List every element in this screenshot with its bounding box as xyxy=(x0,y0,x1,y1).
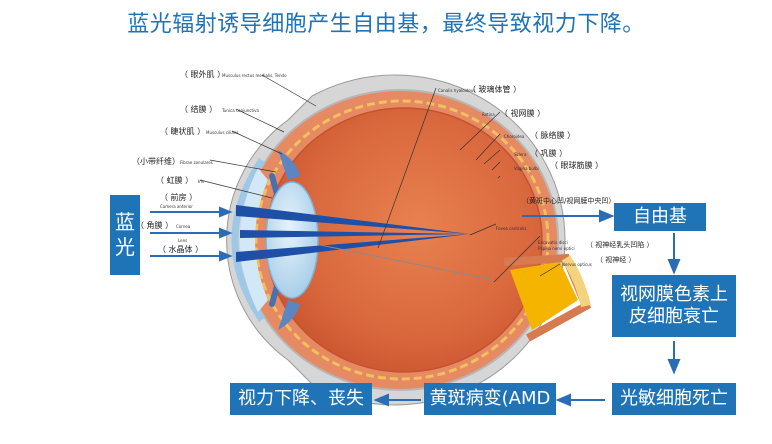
lens xyxy=(265,181,319,299)
label-conjunctiva: （ 结膜 ） xyxy=(180,105,218,114)
label-vagina-bulbi-en: Vagina bulbi xyxy=(514,166,539,171)
blue-light-char-1: 蓝 xyxy=(115,210,135,234)
label-extraocular-muscle-en: Musculus rectus medialis, Tendo xyxy=(222,73,287,78)
choroid-layer xyxy=(254,99,550,381)
label-optic-disc: （ 视神经乳头凹陷 ） xyxy=(586,241,654,249)
label-fovea: （黄斑中心凹/视网膜中央凹） xyxy=(522,197,616,205)
label-lens-en: Lens xyxy=(178,238,188,243)
label-ciliary-muscle: （ 睫状肌 ） xyxy=(160,127,206,136)
label-hyaloid-canal: （ 玻璃体管 ） xyxy=(468,85,522,94)
label-zonular-fibers-en: Fibrae zonulares xyxy=(180,160,213,165)
label-sclera: （ 巩膜 ） xyxy=(530,149,568,158)
label-conjunctiva-en: Tunica conjunctiva xyxy=(222,108,259,113)
label-optic-nerve-en: Nervus opticus xyxy=(562,262,592,267)
label-vagina-bulbi: （ 眼球筋膜 ） xyxy=(550,161,604,170)
label-iris: （ 虹膜 ） xyxy=(156,176,194,185)
label-cornea-en: Cornea xyxy=(176,224,191,229)
label-retina: （ 视网膜 ） xyxy=(500,109,546,118)
blue-light-box: 蓝 光 xyxy=(110,195,140,275)
label-excavatio-disci-en: Excavatio disci xyxy=(538,240,568,245)
label-retina-en: Retina xyxy=(482,112,495,117)
free-radical-box: 自由基 xyxy=(614,203,706,231)
label-anterior-chamber: （ 前房 ） xyxy=(160,193,198,202)
vision-loss-box: 视力下降、丧失 xyxy=(230,383,372,415)
label-cornea: （ 角膜 ） xyxy=(136,221,174,230)
label-fovea-en: Fovea centralis xyxy=(496,226,527,231)
rpe-line-1: 视网膜色素上 xyxy=(620,283,728,305)
page-title: 蓝光辐射诱导细胞产生自由基，最终导致视力下降。 xyxy=(127,12,645,37)
blue-light-char-2: 光 xyxy=(115,235,135,259)
flow-arrows xyxy=(373,209,681,407)
label-anterior-chamber-en: Camera anterior xyxy=(160,204,193,209)
label-zonular-fibers: （小带纤维） xyxy=(132,157,180,166)
optic-nerve xyxy=(510,262,578,330)
blue-light-beam xyxy=(240,230,470,238)
optic-nerve-sheath xyxy=(561,255,591,308)
label-sclera-en: Sclera xyxy=(514,152,527,157)
label-leaders-left xyxy=(199,74,317,199)
label-ciliary-muscle-en: Musculus ciliaris xyxy=(206,130,239,135)
label-choroid: （ 脉络膜 ） xyxy=(530,131,576,140)
label-choroid-en: Choroidea xyxy=(504,134,525,139)
label-iris-en: Iris xyxy=(198,179,205,184)
label-leaders-right xyxy=(377,87,561,283)
visual-axis xyxy=(319,244,496,281)
ciliary-muscle xyxy=(278,150,300,180)
label-lens: （ 水晶体 ） xyxy=(158,245,204,254)
blue-light-beam xyxy=(236,205,470,234)
photoreceptor-death-box: 光敏细胞死亡 xyxy=(612,383,736,415)
anterior-chamber xyxy=(240,168,268,312)
label-hyaloid-canal-en: Canalis hyaloideus xyxy=(438,88,476,93)
amd-box: 黄斑病变(AMD xyxy=(424,383,556,415)
label-optic-nerve: （ 视神经 ） xyxy=(596,256,636,264)
cornea xyxy=(231,158,265,322)
label-extraocular-muscle: （ 眼外肌 ） xyxy=(180,70,226,79)
rpe-line-2: 皮细胞衰亡 xyxy=(629,306,719,327)
blue-light-arrows xyxy=(150,206,233,262)
blue-light-beam xyxy=(236,234,470,262)
ciliary-muscle xyxy=(278,300,300,330)
rpe-decline-box: 视网膜色素上 皮细胞衰亡 xyxy=(612,275,736,337)
label-papilla-en: Papilla nervi optici xyxy=(538,246,575,251)
